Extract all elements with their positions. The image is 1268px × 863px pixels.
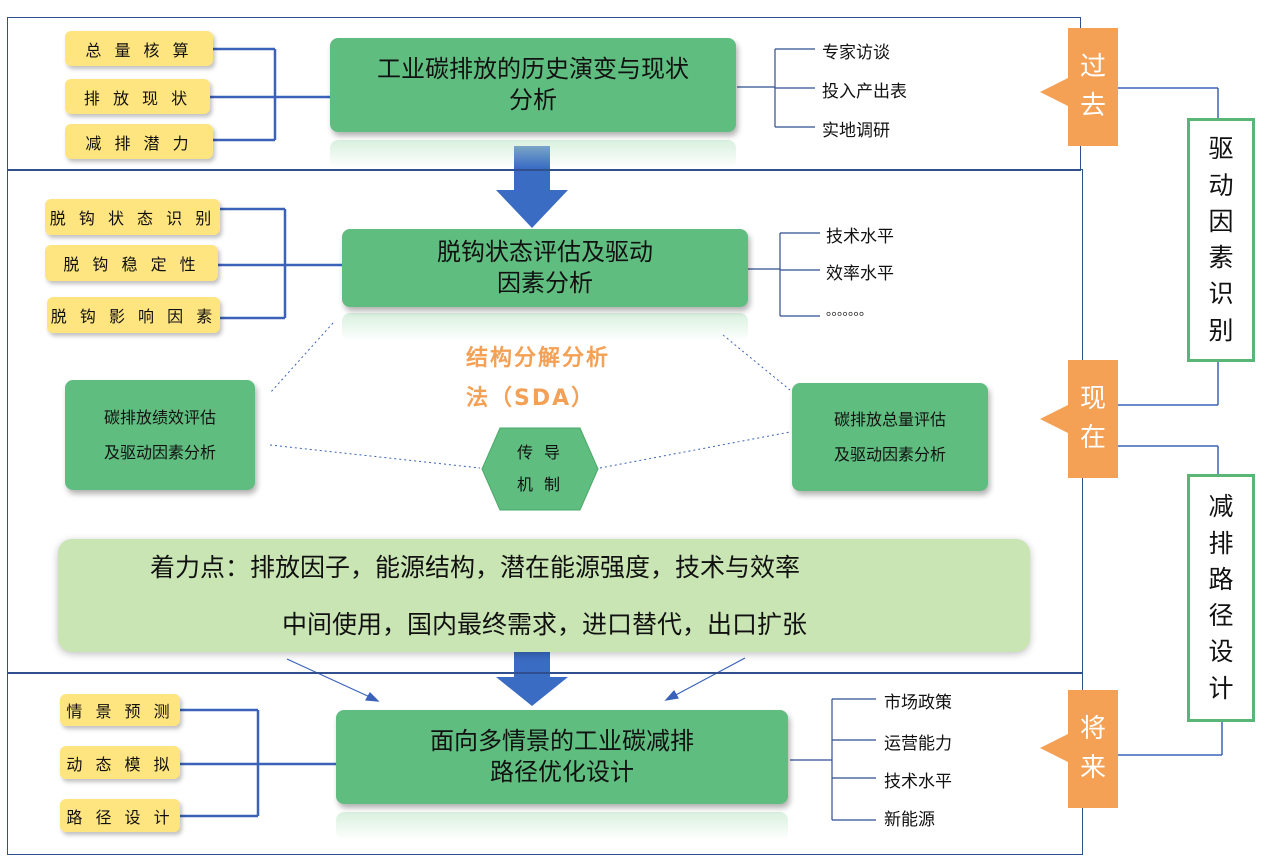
- hexagon-line-1: 传 导: [516, 443, 564, 462]
- sda-label: 结构分解分析 法（SDA）: [466, 339, 610, 418]
- present-tag-decoupling-identification: 脱 钩 状 态 识 别: [45, 199, 220, 235]
- reduction-path-design-box: 减 排 路 径 设 计: [1187, 474, 1255, 722]
- path-char-5: 设: [1208, 637, 1234, 667]
- transmission-mechanism-hexagon: 传 导 机 制: [482, 428, 598, 510]
- future-factor-operation-capability: 运营能力: [884, 734, 952, 754]
- driver-char-1: 驱: [1208, 134, 1234, 164]
- present-title-line-1: 脱钩状态评估及驱动: [437, 237, 653, 266]
- present-factor-efficiency-level: 效率水平: [826, 264, 894, 284]
- past-title-box: 工业碳排放的历史演变与现状 分析: [330, 38, 736, 132]
- present-title-line-2: 因素分析: [497, 269, 593, 297]
- driver-char-5: 识: [1208, 279, 1234, 309]
- past-method-io-table: 投入产出表: [822, 82, 907, 102]
- time-label-present-char-1: 现: [1079, 384, 1106, 414]
- future-tag-scenario-forecast: 情 景 预 测: [60, 694, 180, 726]
- path-char-2: 排: [1208, 528, 1234, 558]
- time-label-future-char-2: 来: [1079, 753, 1106, 783]
- driver-char-4: 素: [1208, 243, 1234, 272]
- future-tag-dynamic-simulation: 动 态 模 拟: [60, 746, 180, 779]
- performance-assessment-box: 碳排放绩效评估 及驱动因素分析: [65, 380, 255, 490]
- focus-points-line-2: 中间使用，国内最终需求，进口替代，出口扩张: [282, 610, 808, 639]
- total-assessment-box: 碳排放总量评估 及驱动因素分析: [792, 383, 988, 491]
- past-method-expert-interview: 专家访谈: [822, 43, 890, 63]
- focus-points-box: [58, 539, 1030, 652]
- path-char-1: 减: [1208, 492, 1234, 522]
- time-label-future: 将 来: [1068, 690, 1118, 808]
- path-char-6: 计: [1208, 673, 1234, 703]
- time-label-past: 过 去: [1068, 28, 1118, 146]
- present-factor-ellipsis: 。。。。。。。: [826, 304, 872, 319]
- past-title-line-2: 分析: [509, 86, 557, 114]
- time-label-future-char-1: 将: [1079, 714, 1106, 744]
- past-tag-reduction-potential: 减 排 潜 力: [65, 124, 213, 159]
- sda-label-line-1: 结构分解分析: [466, 346, 611, 371]
- total-box-line-1: 碳排放总量评估: [833, 409, 946, 429]
- present-title-box: 脱钩状态评估及驱动 因素分析: [342, 229, 748, 307]
- driver-char-2: 动: [1208, 170, 1234, 200]
- present-tag-decoupling-factors: 脱 钩 影 响 因 素: [47, 297, 220, 333]
- future-tag-path-design: 路 径 设 计: [60, 799, 180, 832]
- path-char-3: 路: [1208, 564, 1234, 594]
- hexagon-line-2: 机 制: [516, 475, 564, 494]
- future-factor-tech-level: 技术水平: [884, 772, 952, 792]
- total-box-line-2: 及驱动因素分析: [833, 445, 946, 464]
- time-label-past-char-2: 去: [1079, 91, 1106, 121]
- past-title-line-1: 工业碳排放的历史演变与现状: [377, 54, 689, 83]
- performance-box-line-2: 及驱动因素分析: [103, 443, 216, 462]
- past-method-field-survey: 实地调研: [822, 121, 890, 141]
- time-label-past-char-1: 过: [1079, 52, 1106, 82]
- future-title-line-1: 面向多情景的工业碳减排: [430, 726, 694, 755]
- present-factor-tech-level: 技术水平: [826, 227, 894, 247]
- past-tag-total-accounting: 总 量 核 算: [65, 31, 213, 66]
- path-char-4: 径: [1208, 601, 1234, 630]
- driver-char-3: 因: [1208, 206, 1234, 236]
- future-title-reflection: [336, 812, 788, 840]
- present-title-reflection: [342, 313, 748, 341]
- past-title-reflection: [330, 140, 736, 168]
- driver-char-6: 别: [1208, 315, 1234, 345]
- performance-box-line-1: 碳排放绩效评估: [103, 407, 216, 427]
- time-label-present: 现 在: [1068, 360, 1118, 478]
- present-tag-decoupling-stability: 脱 钩 稳 定 性: [45, 245, 218, 281]
- future-title-line-2: 路径优化设计: [490, 758, 634, 786]
- future-factor-market-policy: 市场政策: [884, 693, 952, 713]
- time-label-present-char-2: 在: [1079, 423, 1106, 453]
- driver-identification-box: 驱 动 因 素 识 别: [1187, 118, 1255, 362]
- sda-label-line-2: 法（SDA）: [466, 385, 596, 411]
- future-title-box: 面向多情景的工业碳减排 路径优化设计: [336, 710, 788, 804]
- past-tag-emission-status: 排 放 现 状: [65, 79, 210, 114]
- focus-points-line-1: 着力点：排放因子，能源结构，潜在能源强度，技术与效率: [150, 553, 801, 582]
- future-factor-new-energy: 新能源: [884, 810, 935, 830]
